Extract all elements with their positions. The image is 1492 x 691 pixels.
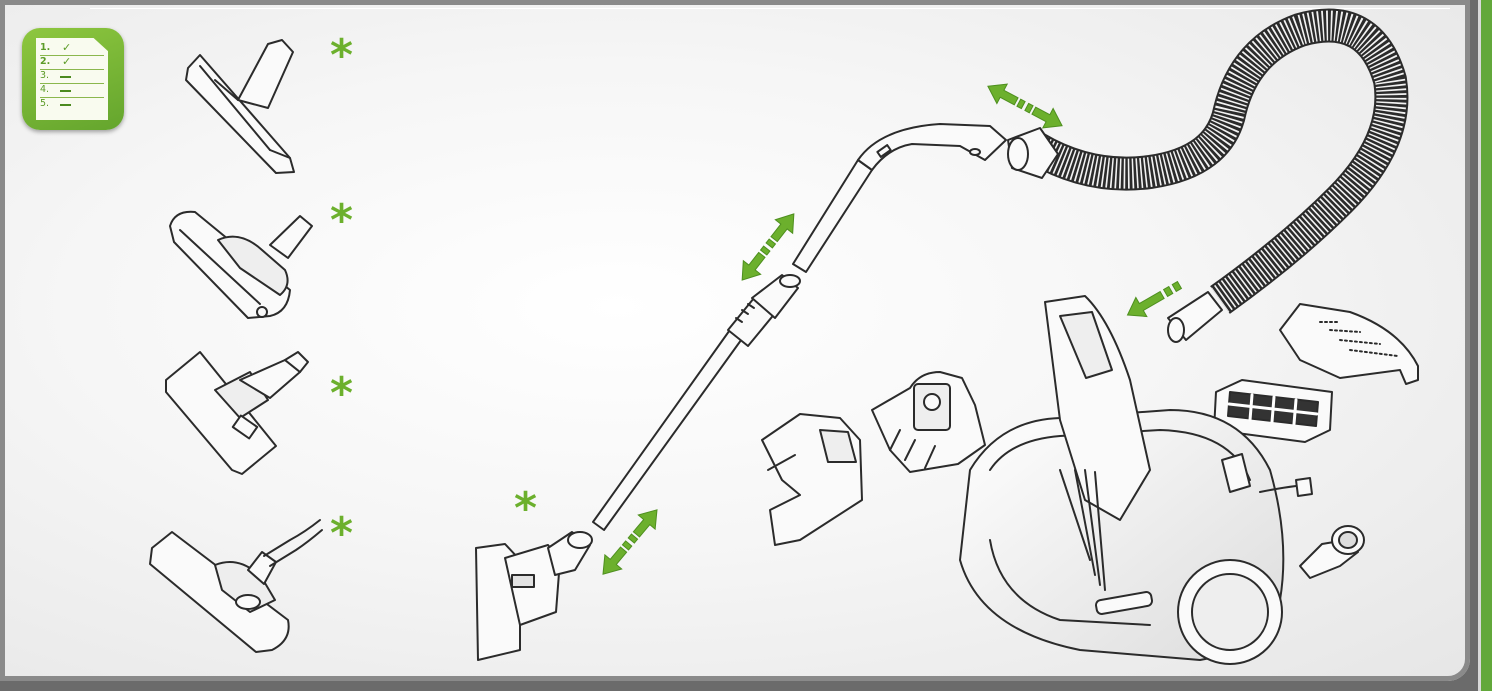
- vacuum-body: [960, 296, 1312, 664]
- diagram-panel: 1. ✓ 2. ✓ 3. 4. 5. * * * * *: [0, 0, 1470, 681]
- main-floor-nozzle: [476, 532, 592, 660]
- handle-tube: [793, 124, 1006, 272]
- double-arrow-icon: [983, 77, 1067, 136]
- floor-nozzle-3: [166, 352, 308, 474]
- floor-nozzle-1: [186, 40, 294, 173]
- floor-nozzle-4: [150, 520, 322, 652]
- dust-bag: [872, 372, 985, 472]
- crevice-brush: [1300, 526, 1364, 578]
- floor-nozzle-2: [170, 212, 312, 318]
- hose: [1008, 26, 1391, 342]
- telescopic-tube: [593, 275, 800, 530]
- green-side-bar: [1481, 0, 1492, 691]
- filter-cover: [1280, 304, 1418, 384]
- vacuum-illustration: [0, 0, 1470, 681]
- bag-holder: [762, 414, 862, 545]
